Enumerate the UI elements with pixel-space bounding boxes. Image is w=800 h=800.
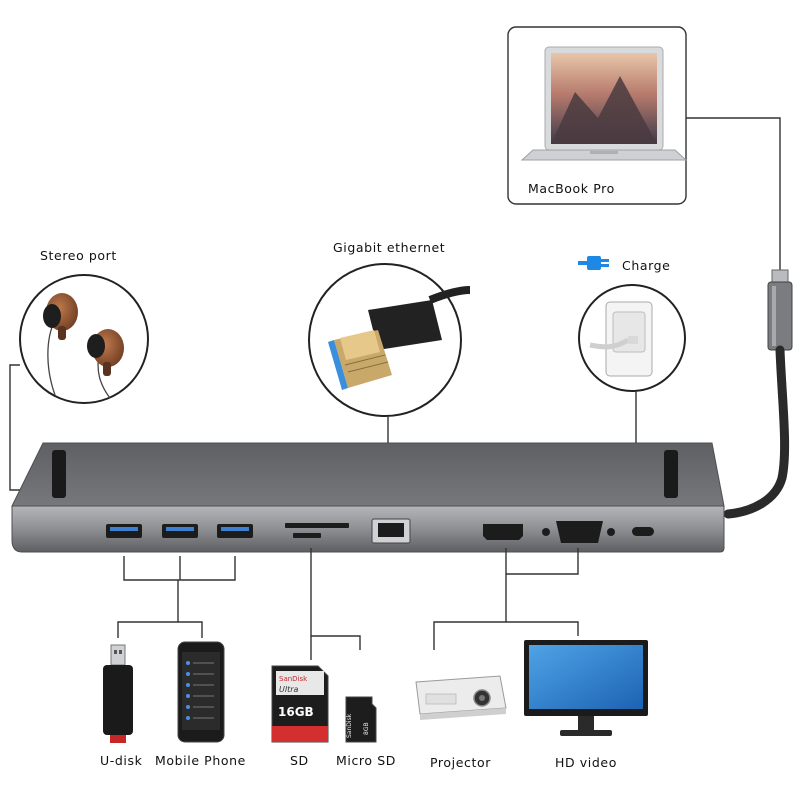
microsd-capacity: 8GB [363, 722, 370, 735]
rj45-plug-icon [328, 300, 442, 390]
charge-circle [578, 284, 686, 392]
laptop-image [520, 46, 688, 161]
phone-label: Mobile Phone [155, 753, 246, 768]
usb-c-port [632, 527, 654, 536]
bottom-wires [117, 548, 579, 660]
earphones-circle [19, 274, 149, 404]
macbook-label: MacBook Pro [528, 181, 615, 196]
microsd-image: SanDisk 8GB [345, 696, 377, 743]
sd-line: Ultra [279, 685, 299, 694]
udisk-image [103, 644, 133, 743]
stereo-label: Stereo port [40, 248, 117, 263]
usb-c-cable [723, 269, 793, 519]
projector-label: Projector [430, 755, 491, 770]
macbook-wire [686, 117, 781, 272]
sd-card-image: SanDisk Ultra 16GB [271, 665, 329, 743]
monitor-image [524, 640, 648, 736]
charge-label: Charge [622, 258, 670, 273]
sd-brand: SanDisk [279, 675, 308, 683]
sd-slot [285, 523, 349, 528]
microsd-brand: SanDisk [346, 713, 353, 738]
hdmi-port [483, 524, 523, 540]
hub-foot-left [52, 450, 66, 498]
hdvideo-label: HD video [555, 755, 617, 770]
projector-image [415, 675, 507, 720]
vga-port [556, 521, 603, 543]
plug-icon [578, 256, 609, 270]
microsd-label: Micro SD [336, 753, 396, 768]
hub-body [11, 442, 725, 553]
udisk-label: U-disk [100, 753, 143, 768]
earbud-right-icon [87, 329, 124, 376]
sd-capacity: 16GB [278, 705, 314, 719]
stereo-wire [9, 364, 20, 491]
hub-foot-right [664, 450, 678, 498]
microsd-slot [293, 533, 321, 538]
earbud-left-icon [43, 293, 78, 340]
macbook-panel: MacBook Pro [507, 26, 688, 205]
ethernet-circle [308, 263, 471, 417]
ethernet-label: Gigabit ethernet [333, 240, 445, 255]
sd-label: SD [290, 753, 309, 768]
phone-image [177, 641, 225, 743]
